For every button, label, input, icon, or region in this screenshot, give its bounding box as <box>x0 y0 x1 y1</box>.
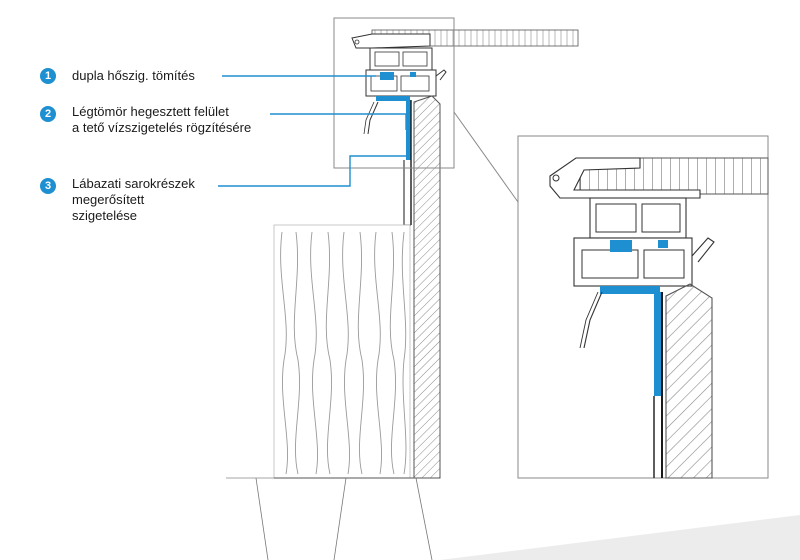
callout-2-line-1: Légtömör hegesztett felület <box>72 104 229 119</box>
callout-label-1: dupla hőszig. tömítés <box>72 68 195 84</box>
callout-3-line-3: szigetelése <box>72 208 138 223</box>
callout-1-line-1: dupla hőszig. tömítés <box>72 68 195 83</box>
detail-frame-small <box>333 17 455 169</box>
callout-label-3: Lábazati sarokrészek megerősített sziget… <box>72 176 195 224</box>
callout-badge-3: 3 <box>40 178 56 194</box>
callout-badge-1: 1 <box>40 68 56 84</box>
leader-lines <box>218 75 407 187</box>
zoom-detail <box>517 135 769 479</box>
callout-badge-2: 2 <box>40 106 56 122</box>
callout-3-line-2: megerősített <box>72 192 145 207</box>
main-section <box>226 29 579 560</box>
callout-3-line-1: Lábazati sarokrészek <box>72 176 195 191</box>
callout-2-line-2: a tető vízszigetelés rögzítésére <box>72 120 252 135</box>
floor-shadow <box>440 515 800 560</box>
callout-label-2: Légtömör hegesztett felület a tető vízsz… <box>72 104 251 136</box>
